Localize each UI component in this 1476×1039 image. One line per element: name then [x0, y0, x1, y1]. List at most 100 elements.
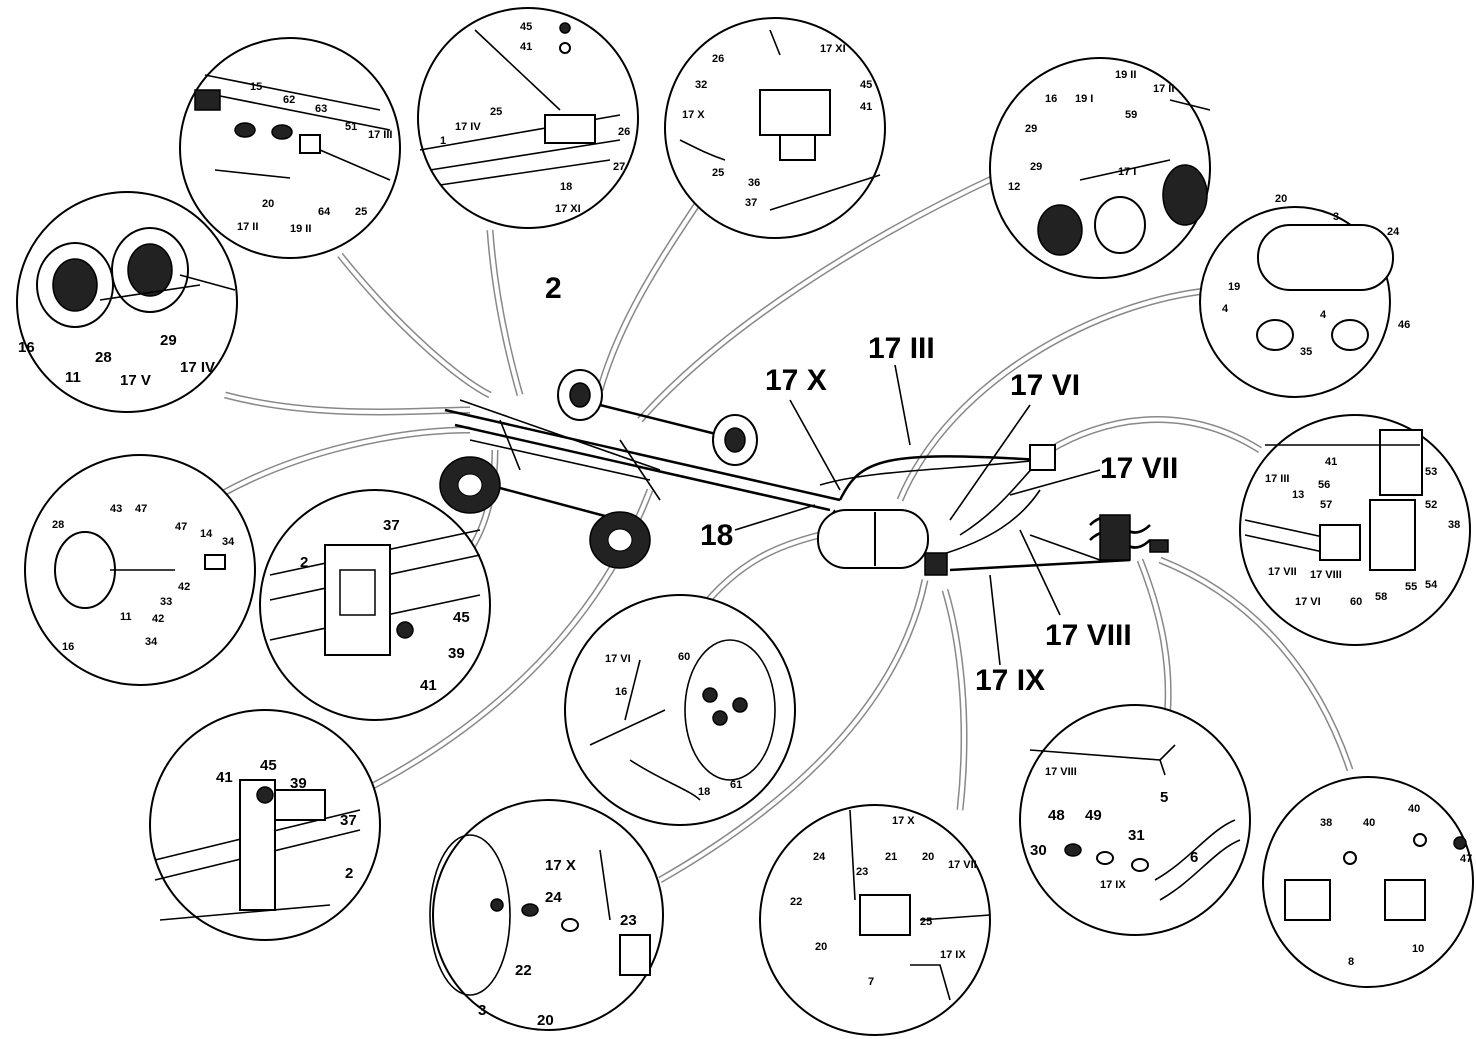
label-16: 16 [615, 686, 627, 698]
label-24: 24 [813, 851, 826, 863]
label-34b: 34 [145, 636, 158, 648]
label-52: 52 [1425, 499, 1437, 511]
label-59: 59 [1125, 109, 1137, 121]
label-16: 16 [18, 339, 35, 356]
label-47a: 47 [135, 503, 147, 515]
label-pipe-17ix: 17 IX [975, 664, 1045, 697]
label-41: 41 [1325, 456, 1337, 468]
label-17iii: 17 III [1265, 473, 1289, 485]
label-19ii: 19 II [290, 223, 311, 235]
label-45: 45 [453, 609, 470, 626]
label-41: 41 [216, 769, 233, 786]
label-29a: 29 [1025, 123, 1037, 135]
label-45: 45 [260, 757, 277, 774]
detail-valve-top: 45 41 1 17 IV 25 26 27 18 17 XI [417, 7, 639, 229]
label-57: 57 [1320, 499, 1332, 511]
label-61: 61 [730, 779, 742, 791]
detail-control: 17 X 24 21 20 17 VII 23 22 25 20 7 17 IX [759, 804, 991, 1036]
coupling-hoses [1089, 514, 1169, 561]
detail-wheel-valve: 17 VI 60 16 18 61 [564, 594, 796, 826]
label-17vi: 17 VI [1295, 596, 1321, 608]
label-49: 49 [1085, 807, 1102, 824]
label-10: 10 [1412, 943, 1424, 955]
label-20: 20 [262, 198, 274, 210]
label-35: 35 [1300, 346, 1312, 358]
detail-fittings: 15 62 63 51 17 III 20 17 II 19 II 64 25 [179, 37, 401, 259]
label-45: 45 [860, 79, 872, 91]
label-17vi: 17 VI [605, 653, 631, 665]
detail-heads: 38 40 40 47 8 10 [1262, 776, 1474, 988]
label-19: 19 [1228, 281, 1240, 293]
control-valve [924, 552, 948, 576]
label-14: 14 [200, 528, 213, 540]
label-42a: 42 [178, 581, 190, 593]
label-26: 26 [712, 53, 724, 65]
label-48: 48 [1048, 807, 1065, 824]
label-37: 37 [340, 812, 357, 829]
label-24: 24 [545, 889, 562, 906]
coupling-mount [1029, 444, 1056, 471]
label-17ix: 17 IX [1100, 879, 1126, 891]
label-pipe-17viii: 17 VIII [1045, 619, 1132, 652]
detail-bracket2: 41 45 39 37 2 [149, 709, 381, 941]
central-axle-assembly [439, 369, 1169, 576]
label-17x: 17 X [892, 815, 915, 827]
label-40b: 40 [1408, 803, 1420, 815]
label-21: 21 [885, 851, 897, 863]
label-28: 28 [95, 349, 112, 366]
label-17iv: 17 IV [180, 359, 215, 376]
label-17ix: 17 IX [940, 949, 966, 961]
label-20: 20 [1275, 193, 1287, 205]
label-pipe-17iii: 17 III [868, 332, 935, 365]
label-17i: 17 I [1118, 166, 1136, 178]
detail-tank: 20 3 24 19 4 4 35 46 [1199, 193, 1410, 398]
detail-relay: 26 17 XI 45 41 32 17 X 25 36 37 [664, 17, 886, 239]
label-38: 38 [1320, 817, 1332, 829]
label-34a: 34 [222, 536, 235, 548]
label-17viii: 17 VIII [1310, 569, 1342, 581]
label-18: 18 [560, 181, 572, 193]
label-17xi: 17 XI [820, 43, 846, 55]
label-38: 38 [1448, 519, 1460, 531]
label-54: 54 [1425, 579, 1438, 591]
label-40a: 40 [1363, 817, 1375, 829]
label-20: 20 [537, 1012, 554, 1029]
detail-chamber-left: 16 11 28 17 V 29 17 IV [16, 191, 238, 413]
label-25: 25 [490, 106, 502, 118]
label-20a: 20 [922, 851, 934, 863]
label-41: 41 [860, 101, 872, 113]
label-56: 56 [1318, 479, 1330, 491]
label-25: 25 [355, 206, 367, 218]
air-tank [817, 509, 929, 569]
brake-drum-front-right [557, 369, 603, 421]
label-41: 41 [420, 677, 437, 694]
label-24: 24 [1387, 226, 1400, 238]
label-22: 22 [790, 896, 802, 908]
label-12: 12 [1008, 181, 1020, 193]
detail-right-axle: 16 19 I 19 II 17 II 29 59 29 17 I 12 [989, 57, 1211, 279]
label-17ii: 17 II [237, 221, 258, 233]
label-37: 37 [383, 517, 400, 534]
label-18: 18 [698, 786, 710, 798]
label-17ii: 17 II [1153, 83, 1174, 95]
label-27: 27 [613, 161, 625, 173]
label-37: 37 [745, 197, 757, 209]
label-axle: 2 [545, 272, 562, 305]
label-16: 16 [1045, 93, 1057, 105]
label-33: 33 [160, 596, 172, 608]
label-13: 13 [1292, 489, 1304, 501]
label-25: 25 [920, 916, 932, 928]
label-32: 32 [695, 79, 707, 91]
label-2: 2 [345, 865, 353, 882]
label-17vii: 17 VII [1268, 566, 1297, 578]
label-16: 16 [62, 641, 74, 653]
detail-mount: 53 17 III 41 56 57 13 52 38 17 VII 17 VI… [1239, 414, 1471, 646]
label-62: 62 [283, 94, 295, 106]
wheel-hub-rear-left [589, 511, 651, 569]
label-43: 43 [110, 503, 122, 515]
label-60: 60 [678, 651, 690, 663]
label-17iv: 17 IV [455, 121, 481, 133]
label-19ii: 19 II [1115, 69, 1136, 81]
label-55: 55 [1405, 581, 1417, 593]
